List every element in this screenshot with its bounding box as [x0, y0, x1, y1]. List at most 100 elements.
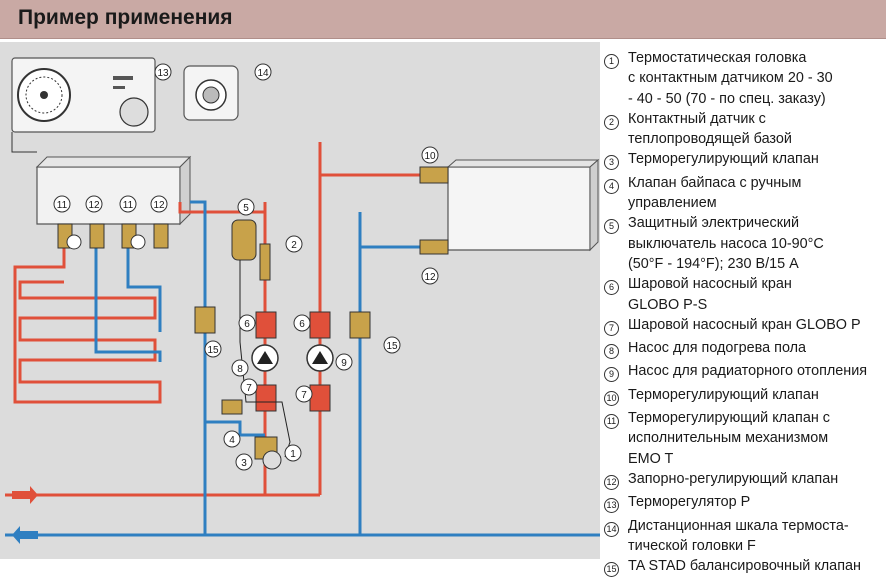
- legend-item: 14 Дистанционная шкала термоста- тической…: [604, 516, 886, 557]
- svg-text:11: 11: [123, 200, 134, 211]
- callout-14: 14: [254, 63, 272, 81]
- legend-number: 5: [604, 216, 624, 236]
- callout-11b: 11: [119, 195, 137, 213]
- svg-text:8: 8: [237, 364, 243, 375]
- legend-number-badge: 4: [604, 178, 619, 194]
- svg-text:6: 6: [299, 319, 305, 330]
- legend-number-badge: 12: [604, 474, 619, 490]
- thermostat-13: [11, 57, 156, 133]
- radiator: [419, 158, 600, 255]
- svg-text:14: 14: [257, 68, 269, 79]
- svg-text:15: 15: [207, 345, 219, 356]
- page-title: Пример применения: [18, 6, 233, 29]
- legend-number: 13: [604, 495, 624, 515]
- legend-number-badge: 14: [604, 521, 619, 537]
- callout-8: 8: [231, 359, 249, 377]
- legend-number: 12: [604, 472, 624, 492]
- svg-text:11: 11: [57, 200, 68, 211]
- svg-text:1: 1: [290, 449, 296, 460]
- callout-12c: 12: [421, 267, 439, 285]
- callout-6a: 6: [238, 314, 256, 332]
- callout-11a: 11: [53, 195, 71, 213]
- callout-6b: 6: [293, 314, 311, 332]
- callout-4: 4: [223, 430, 241, 448]
- legend-text: Шаровой насосный кран GLOBO P-S: [628, 276, 792, 313]
- return-arrow-icon: [12, 526, 38, 544]
- legend-item: 12 Запорно-регулирующий клапан: [604, 469, 886, 492]
- page-header: Пример применения: [0, 0, 886, 39]
- legend-number-badge: 10: [604, 390, 619, 406]
- schematic-svg: 13 14 11 12 11 12 5 2 10 12 6 6 15 15 8 …: [5, 57, 600, 544]
- legend-number-badge: 15: [604, 562, 619, 578]
- callout-7b: 7: [295, 385, 313, 403]
- callout-15a: 15: [204, 340, 222, 358]
- legend-text: Терморегулятор Р: [628, 494, 751, 511]
- callout-2: 2: [285, 235, 303, 253]
- radiator-pump-group: [194, 306, 371, 412]
- legend-item: 8 Насос для подогрева пола: [604, 338, 886, 361]
- supply-arrow-icon: [12, 486, 38, 504]
- callout-13: 13: [154, 63, 172, 81]
- legend-item: 7 Шаровой насосный кран GLOBO P: [604, 315, 886, 338]
- svg-text:2: 2: [291, 240, 297, 251]
- legend-number: 6: [604, 277, 624, 297]
- callout-1: 1: [284, 444, 302, 462]
- legend-number-badge: 3: [604, 155, 619, 171]
- callout-9: 9: [335, 353, 353, 371]
- svg-text:6: 6: [244, 319, 250, 330]
- manifold-valves: [57, 223, 169, 250]
- legend-number-badge: 7: [604, 320, 619, 336]
- svg-text:13: 13: [157, 68, 169, 79]
- legend-number: 9: [604, 364, 624, 384]
- svg-text:5: 5: [243, 203, 249, 214]
- svg-text:7: 7: [301, 390, 307, 401]
- legend-text: Насос для подогрева пола: [628, 340, 807, 357]
- callout-7a: 7: [240, 378, 258, 396]
- svg-text:3: 3: [241, 458, 247, 469]
- legend-text: Запорно-регулирующий клапан: [628, 470, 839, 487]
- callout-5: 5: [237, 198, 255, 216]
- legend-number: 7: [604, 318, 624, 338]
- legend-number-badge: 11: [604, 414, 619, 430]
- callout-12b: 12: [150, 195, 168, 213]
- callout-10: 10: [421, 146, 439, 164]
- legend-number-badge: 13: [604, 498, 619, 514]
- floor-pump-group: [221, 219, 282, 470]
- floor-circuit-cold: [190, 200, 265, 535]
- svg-text:12: 12: [88, 200, 100, 211]
- legend-text: Шаровой насосный кран GLOBO P: [628, 316, 861, 333]
- svg-text:4: 4: [229, 435, 235, 446]
- legend-number-badge: 8: [604, 344, 619, 360]
- legend-text: Насос для радиаторного отопления: [628, 363, 868, 380]
- legend-item: 13 Терморегулятор Р: [604, 492, 886, 515]
- legend-item: 6 Шаровой насосный кран GLOBO P-S: [604, 274, 886, 315]
- callout-12a: 12: [85, 195, 103, 213]
- legend-item: 15 TA STAD балансировочный клапан: [604, 556, 886, 579]
- callout-15b: 15: [383, 336, 401, 354]
- svg-text:9: 9: [341, 358, 347, 369]
- svg-text:15: 15: [386, 341, 398, 352]
- svg-text:7: 7: [246, 383, 252, 394]
- svg-text:12: 12: [153, 200, 165, 211]
- legend-text: TA STAD балансировочный клапан: [628, 558, 861, 575]
- legend-number: 2: [604, 112, 624, 132]
- legend-number: 1: [604, 51, 624, 71]
- legend-text: Термостатическая головка с контактным да…: [628, 50, 833, 107]
- legend-text: Дистанционная шкала термоста- тической г…: [628, 517, 849, 554]
- legend-number-badge: 6: [604, 280, 619, 296]
- radiator-circuit-cold: [358, 212, 420, 535]
- legend-number-badge: 2: [604, 114, 619, 130]
- callout-3: 3: [235, 453, 253, 471]
- manifold-box: [35, 155, 192, 226]
- legend-text: Защитный электрический выключатель насос…: [628, 215, 824, 272]
- legend-number: 3: [604, 152, 624, 172]
